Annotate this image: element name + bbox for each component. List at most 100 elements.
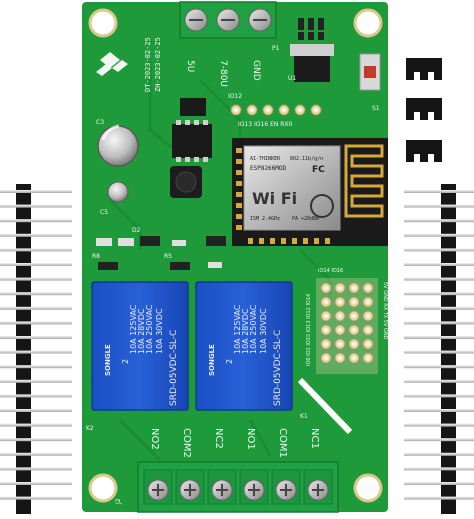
voltage-regulator bbox=[290, 18, 334, 82]
terminal-label: NO1 bbox=[245, 428, 256, 450]
smd-ic-small bbox=[180, 98, 206, 116]
esp-wifi-logo: Wi Fi bbox=[252, 189, 297, 208]
electrolytic-capacitor bbox=[97, 124, 139, 167]
label-k2: K2 bbox=[86, 425, 94, 432]
header-pin bbox=[0, 350, 72, 354]
header-pin bbox=[0, 233, 72, 237]
relay2-brand: SONGLE bbox=[104, 344, 112, 376]
board-code: DT-2023-02-25 bbox=[144, 37, 152, 92]
esp8266-module bbox=[232, 138, 388, 246]
header-pin bbox=[404, 292, 474, 296]
header-pin bbox=[0, 292, 72, 296]
mounting-hole-br bbox=[353, 473, 383, 503]
header-pin bbox=[404, 409, 474, 412]
relay1-rating-1: 10A 125VAC bbox=[233, 304, 242, 354]
header-pin bbox=[404, 321, 474, 325]
relay2-model: SRD-05VDC-SL-C bbox=[169, 330, 179, 406]
header-pin bbox=[404, 248, 474, 252]
header-pin bbox=[0, 204, 72, 208]
header-pin bbox=[404, 467, 474, 471]
label-u1: U1 bbox=[288, 75, 296, 82]
brand-logo bbox=[96, 52, 128, 76]
relay2-rating-3: 10A 28VDC bbox=[137, 308, 146, 354]
header-pin bbox=[404, 233, 474, 237]
label-gnd: GND bbox=[251, 60, 261, 81]
relay-1 bbox=[195, 281, 293, 411]
esp-module-name: ESP8266MOD bbox=[250, 165, 287, 172]
io-header-right bbox=[316, 278, 378, 374]
relay1-rating-3: 10A 28VDC bbox=[241, 308, 250, 354]
relay2-rating-0: 10A 250VAC bbox=[145, 304, 154, 354]
terminal-label: NO2 bbox=[149, 428, 160, 450]
small-capacitor bbox=[107, 181, 129, 203]
header-pin bbox=[0, 336, 72, 339]
relay-2 bbox=[91, 281, 189, 411]
io-right-header-label: IO14 IO16 bbox=[318, 268, 343, 274]
header-pin bbox=[404, 452, 474, 456]
label-r8: R8 bbox=[92, 253, 100, 260]
header-pin bbox=[0, 482, 72, 485]
relay1-rating-0: 10A 250VAC bbox=[249, 304, 258, 354]
io-header-mid-label: IO13 IO16 EN RX0 bbox=[238, 121, 293, 128]
power-terminal bbox=[179, 1, 277, 39]
header-pin bbox=[404, 350, 474, 354]
header-pin bbox=[404, 336, 474, 339]
label-j2: J2 bbox=[115, 498, 122, 505]
relay1-rating-2: 10A 30VDC bbox=[259, 308, 268, 354]
jumper-caps bbox=[406, 58, 442, 162]
label-c5: C5 bbox=[100, 209, 108, 216]
terminal-label: NC1 bbox=[309, 428, 320, 449]
header-pin bbox=[0, 365, 72, 369]
left-pin-header bbox=[0, 184, 72, 514]
esp-espressif-logo bbox=[310, 194, 334, 218]
mounting-hole-bl bbox=[88, 473, 118, 503]
header-pin bbox=[0, 248, 72, 252]
esp-id: 802.11b/g/n bbox=[290, 156, 323, 162]
pcb-board bbox=[82, 2, 388, 512]
header-pin bbox=[0, 277, 72, 281]
terminal-label: NC2 bbox=[213, 428, 224, 449]
io-left-pins-label: IO0 IO2 IO15 IO13 IO12 IO14 bbox=[306, 294, 312, 366]
header-pin bbox=[404, 394, 474, 398]
label-k1: K1 bbox=[300, 413, 308, 420]
header-pin bbox=[404, 482, 474, 485]
header-pin bbox=[0, 467, 72, 471]
esp-fcc: FC bbox=[312, 165, 325, 175]
mounting-hole-tr bbox=[353, 8, 383, 38]
relay2-rating-1: 10A 125VAC bbox=[129, 304, 138, 354]
header-pin bbox=[0, 496, 72, 500]
label-range: 7-80U bbox=[218, 60, 228, 87]
header-pin bbox=[0, 438, 72, 442]
label-p1: P1 bbox=[272, 45, 280, 52]
relay-terminal-block bbox=[137, 461, 339, 513]
label-d2: D2 bbox=[132, 227, 141, 234]
header-pin bbox=[0, 263, 72, 266]
relay2-index: 2 bbox=[121, 359, 130, 364]
header-pin bbox=[404, 438, 474, 442]
isolation-slot bbox=[297, 377, 353, 435]
esp-ism: ISM 2.4GHz bbox=[250, 216, 280, 222]
header-pin bbox=[0, 306, 72, 310]
header-pin bbox=[404, 423, 474, 427]
header-pin bbox=[0, 409, 72, 412]
header-pin bbox=[0, 423, 72, 427]
terminal-label: COM1 bbox=[277, 428, 288, 458]
header-pin bbox=[0, 321, 72, 325]
header-pin bbox=[404, 190, 474, 193]
label-switch: S1 bbox=[372, 105, 380, 112]
label-c3: C3 bbox=[96, 119, 104, 126]
header-pin bbox=[404, 496, 474, 500]
header-pin bbox=[404, 263, 474, 266]
tactile-switch bbox=[359, 53, 381, 91]
header-pin bbox=[0, 452, 72, 456]
header-pin bbox=[404, 204, 474, 208]
smd-components-row bbox=[96, 236, 226, 270]
header-pin bbox=[404, 365, 474, 369]
io-right-pins-label: 5V GND RX TX 5V GND bbox=[382, 282, 388, 340]
io-header-top bbox=[230, 104, 322, 116]
relay1-index: 2 bbox=[225, 359, 234, 364]
label-5v: 5U bbox=[185, 60, 195, 72]
relay1-model: SRD-05VDC-SL-C bbox=[273, 330, 283, 406]
header-pin bbox=[0, 394, 72, 398]
